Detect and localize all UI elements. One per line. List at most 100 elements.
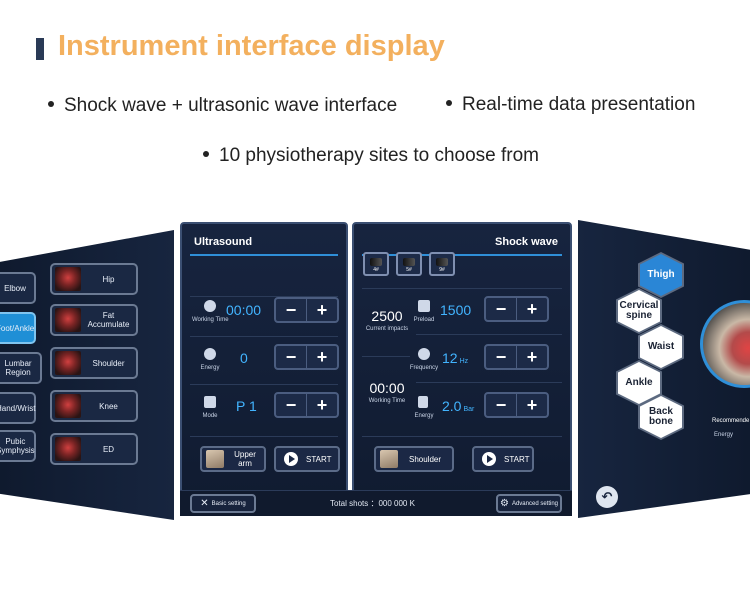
site-button-fat-accumulate[interactable]: Fat Accumulate (50, 304, 138, 336)
frequency-minus-button[interactable]: − (495, 347, 507, 367)
frequency-stepper: − + (484, 344, 549, 370)
probe-icon (370, 258, 382, 266)
energy-minus-button[interactable]: − (285, 347, 297, 367)
probe-button-9[interactable]: 9# (429, 252, 455, 276)
frequency-label: Frequency (409, 365, 439, 371)
bottom-status-bar: ✕ Basic setting Total shots ：000 000 K ⚙… (180, 490, 572, 516)
bullet-dot-icon (446, 99, 452, 106)
shoulder-thumbnail (55, 351, 81, 375)
recommend-label: Recommende (712, 418, 750, 424)
probe-icon (403, 258, 415, 266)
play-icon (482, 452, 496, 466)
shockwave-energy-minus-button[interactable]: − (495, 395, 507, 415)
energy-plus-button[interactable]: + (316, 347, 328, 367)
mode-icon (204, 396, 216, 408)
frequency-plus-button[interactable]: + (526, 347, 538, 367)
shockwave-header: Shock wave (362, 232, 562, 256)
working-time-plus-button[interactable]: + (316, 300, 328, 320)
shockwave-energy-plus-button[interactable]: + (526, 395, 538, 415)
upper-arm-thumbnail (206, 450, 224, 468)
site-button-lumbar-region[interactable]: Lumbar Region (0, 352, 42, 384)
row-divider (190, 436, 338, 437)
site-button-ed[interactable]: ED (50, 433, 138, 465)
feature-bullet: Shock wave + ultrasonic wave interface (48, 95, 397, 117)
site-button-elbow[interactable]: Elbow (0, 272, 36, 304)
advanced-setting-button[interactable]: ⚙ Advanced setting (496, 494, 562, 513)
clock-icon (204, 300, 216, 312)
lightning-icon (418, 396, 428, 408)
shockwave-panel: Shock wave 4# 5# 9# 2500 Current impacts… (352, 222, 572, 514)
row-divider (190, 384, 338, 385)
shockwave-working-time-label: Working Time (368, 398, 406, 404)
site-button-foot-ankle[interactable]: Foot/Ankle (0, 312, 36, 344)
fat-thumbnail (55, 308, 81, 332)
back-arrow-icon[interactable]: ↶ (596, 486, 618, 508)
current-impacts-value: 2500 (371, 308, 403, 324)
working-time-value: 00:00 (226, 302, 262, 318)
site-button-hip[interactable]: Hip (50, 263, 138, 295)
shockwave-title: Shock wave (495, 236, 558, 248)
play-icon (284, 452, 298, 466)
current-impacts-label: Current impacts (365, 326, 409, 332)
gear-icon: ⚙ (500, 498, 509, 509)
row-divider (190, 336, 338, 337)
hex-site-back-bone[interactable]: Back bone (638, 394, 684, 440)
site-button-pubic-symphysis[interactable]: Pubic Symphysis (0, 430, 36, 462)
energy-icon (204, 348, 216, 360)
working-time-minus-button[interactable]: − (285, 300, 297, 320)
row-divider (416, 334, 562, 335)
hip-thumbnail (55, 267, 81, 291)
ultrasound-panel: Ultrasound Working Time 00:00 − + Energy… (180, 222, 348, 514)
ed-thumbnail (55, 437, 81, 461)
ultrasound-header: Ultrasound (190, 232, 338, 256)
energy-label: Energy (200, 365, 220, 371)
preload-plus-button[interactable]: + (526, 299, 538, 319)
row-divider (362, 288, 562, 289)
basic-setting-button[interactable]: ✕ Basic setting (190, 494, 256, 513)
preload-label: Preload (413, 317, 435, 323)
mode-stepper: − + (274, 392, 339, 418)
preload-value: 1500 (440, 302, 472, 318)
probe-button-5[interactable]: 5# (396, 252, 422, 276)
preload-icon (418, 300, 430, 312)
hex-site-thigh[interactable]: Thigh (638, 252, 684, 298)
ultrasound-title: Ultrasound (194, 236, 253, 248)
site-button-hand-wrist[interactable]: Hand/Wrist (0, 392, 36, 424)
page-title: Instrument interface display (58, 30, 445, 62)
probe-button-4[interactable]: 4# (363, 252, 389, 276)
site-selection-screen-left: Elbow Hip Foot/Ankle Fat Accumulate Lumb… (0, 230, 174, 520)
hex-site-cervical-spine[interactable]: Cervical spine (616, 288, 662, 334)
mode-minus-button[interactable]: − (285, 395, 297, 415)
hex-site-waist[interactable]: Waist (638, 324, 684, 370)
energy-value: 0 (240, 350, 248, 366)
bullet-dot-icon (203, 150, 209, 157)
feature-bullet: 10 physiotherapy sites to choose from (203, 145, 539, 167)
site-button-shoulder[interactable]: Shoulder (50, 347, 138, 379)
mode-plus-button[interactable]: + (316, 395, 328, 415)
value-divider (362, 356, 410, 357)
row-divider (362, 436, 562, 437)
upper-arm-button[interactable]: Upper arm (200, 446, 266, 472)
hex-site-ankle[interactable]: Ankle (616, 360, 662, 406)
shockwave-energy-label: Energy (414, 413, 434, 419)
preload-minus-button[interactable]: − (495, 299, 507, 319)
preload-stepper: − + (484, 296, 549, 322)
shockwave-working-time-value: 00:00 (369, 380, 405, 396)
title-accent-bar (36, 38, 44, 60)
energy-stepper: − + (274, 344, 339, 370)
recommend-energy-label: Energy (714, 432, 734, 438)
shockwave-energy-stepper: − + (484, 392, 549, 418)
total-shots-counter: Total shots ：000 000 K (330, 499, 415, 508)
shockwave-start-button[interactable]: START (472, 446, 534, 472)
shoulder-thumbnail (380, 450, 398, 468)
feature-bullet: Real-time data presentation (446, 94, 695, 116)
tools-icon: ✕ (200, 498, 209, 509)
working-time-stepper: − + (274, 297, 339, 323)
site-selection-screen-right: Thigh Cervical spine Waist Ankle Back bo… (578, 220, 750, 518)
site-button-knee[interactable]: Knee (50, 390, 138, 422)
shoulder-button[interactable]: Shoulder (374, 446, 454, 472)
ultrasound-start-button[interactable]: START (274, 446, 340, 472)
mode-label: Mode (202, 413, 218, 419)
